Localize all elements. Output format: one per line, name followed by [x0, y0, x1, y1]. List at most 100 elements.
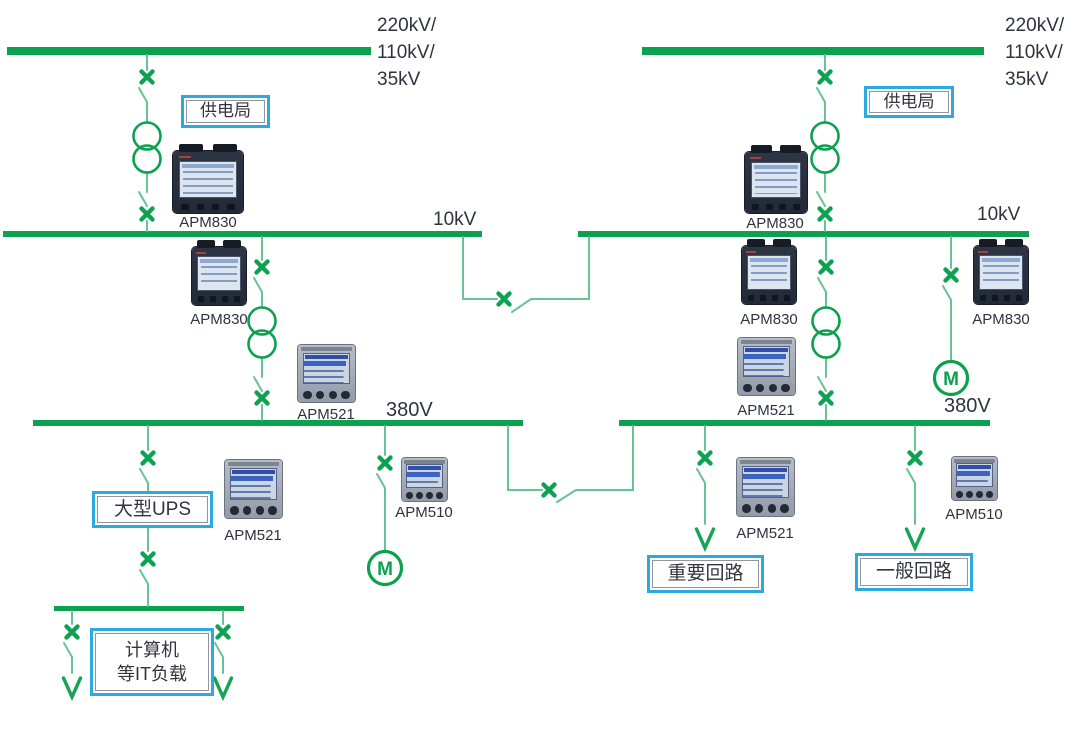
meter-label: APM521 [297, 406, 355, 423]
load-arrow-icon [61, 676, 83, 699]
meter-screen [196, 256, 242, 291]
breaker-x-icon [700, 453, 711, 464]
meter-buttons [230, 506, 277, 516]
feeder-motor-380v [376, 425, 386, 552]
hv-line: 35kV [1005, 69, 1049, 90]
motor-icon: M [932, 359, 970, 397]
meter-logo [178, 155, 192, 158]
meter-label: APM830 [746, 215, 804, 232]
label-box-supply-bureau-right: 供电局 [864, 86, 954, 118]
transformer-icon [132, 121, 162, 174]
label-box-general-circuit: 一般回路 [855, 553, 973, 591]
meter-screen [303, 352, 350, 385]
breaker-x-icon [821, 262, 832, 273]
feeder-general-circuit [906, 425, 916, 525]
meter-screen [746, 255, 792, 290]
meter-label: APM510 [395, 504, 453, 521]
meter-screen [978, 255, 1024, 290]
busbar-hv-left [7, 47, 371, 55]
meter-screen [230, 468, 277, 501]
apm521-meter-ups-feeder [225, 460, 282, 518]
meter-buttons [406, 492, 443, 499]
busbar-380v-left [33, 420, 523, 426]
it-load-line: 计算机 [125, 639, 179, 660]
apm521-meter-important-feeder [737, 458, 794, 516]
feeder-important-circuit [696, 425, 706, 525]
label-box-text: 计算机 等IT负载 [95, 633, 209, 691]
breaker-x-icon [946, 270, 957, 281]
apm830-meter-incomer-right [745, 145, 807, 213]
meter-buttons [181, 203, 235, 210]
meter-label: APM521 [224, 527, 282, 544]
breaker-x-icon [218, 627, 229, 638]
breaker-x-icon [380, 458, 391, 469]
breaker-x-icon [257, 262, 268, 273]
label-box-supply-bureau-left: 供电局 [181, 95, 270, 128]
transformer-icon [810, 121, 840, 174]
meter-screen [743, 345, 790, 378]
feeder-transformer-left [253, 236, 263, 421]
voltage-label-hv-right: 220kV/ 110kV/ 35kV [1005, 12, 1064, 93]
meter-buttons [980, 295, 1022, 302]
label-box-important-circuit: 重要回路 [647, 555, 764, 593]
label-box-it-load: 计算机 等IT负载 [90, 628, 214, 696]
meter-buttons [743, 383, 790, 393]
breaker-x-icon [142, 72, 153, 83]
apm521-meter-lv-left [298, 345, 355, 402]
feeder-transformer-right [817, 236, 827, 421]
busbars [3, 47, 1029, 611]
meter-buttons [752, 203, 800, 210]
load-arrow-icon [212, 676, 234, 699]
voltage-label-380v-right: 380V [944, 395, 991, 417]
bus-tie-10kv [462, 236, 590, 313]
breaker-x-icon [257, 393, 268, 404]
hv-line: 110kV/ [1005, 42, 1063, 63]
meter-screen [956, 463, 993, 487]
feeder-incomer-right [816, 54, 826, 232]
label-box-text: 大型UPS [97, 496, 208, 523]
breaker-x-icon [820, 72, 831, 83]
label-box-text: 供电局 [186, 100, 265, 123]
meter-buttons [956, 491, 993, 498]
hv-line: 35kV [377, 69, 421, 90]
meter-buttons [748, 295, 790, 302]
voltage-label-10kv-right: 10kV [977, 204, 1021, 225]
breaker-x-icon [142, 209, 153, 220]
apm830-meter-motor-feeder [974, 239, 1028, 304]
hv-line: 220kV/ [377, 15, 437, 36]
hv-line: 110kV/ [377, 42, 435, 63]
meter-label: APM510 [945, 506, 1003, 523]
feeder-it-load-right [214, 610, 224, 674]
breaker-x-icon [143, 554, 154, 565]
meter-buttons [742, 504, 789, 514]
motor-letter: M [377, 559, 393, 580]
apm510-meter-motor-left [402, 458, 447, 501]
breaker-x-icon [499, 294, 510, 305]
busbar-380v-right [619, 420, 990, 426]
breaker-x-icon [544, 485, 555, 496]
hv-line: 220kV/ [1005, 15, 1065, 36]
bus-tie-380v [507, 425, 634, 503]
meter-buttons [303, 390, 350, 400]
busbar-10kv-right [578, 231, 1029, 237]
label-box-text: 供电局 [869, 91, 949, 113]
apm830-meter-10kv-left [192, 240, 246, 305]
voltage-label-10kv-left: 10kV [433, 209, 477, 230]
feeder-motor-10kv [942, 236, 952, 362]
meter-screen [179, 160, 237, 198]
motor-icon: M [366, 549, 404, 587]
load-arrow-icon [904, 527, 926, 550]
apm830-meter-incomer-left [173, 144, 243, 213]
feeder-it-load-left [63, 610, 73, 674]
breaker-x-icon [910, 453, 921, 464]
meter-logo [749, 156, 762, 159]
meter-label: APM830 [179, 214, 237, 231]
label-box-text: 重要回路 [652, 560, 759, 588]
meter-label: APM830 [740, 311, 798, 328]
meter-buttons [198, 296, 240, 303]
meter-label: APM521 [736, 525, 794, 542]
voltage-label-hv-left: 220kV/ 110kV/ 35kV [377, 12, 436, 93]
meter-logo [978, 250, 989, 253]
